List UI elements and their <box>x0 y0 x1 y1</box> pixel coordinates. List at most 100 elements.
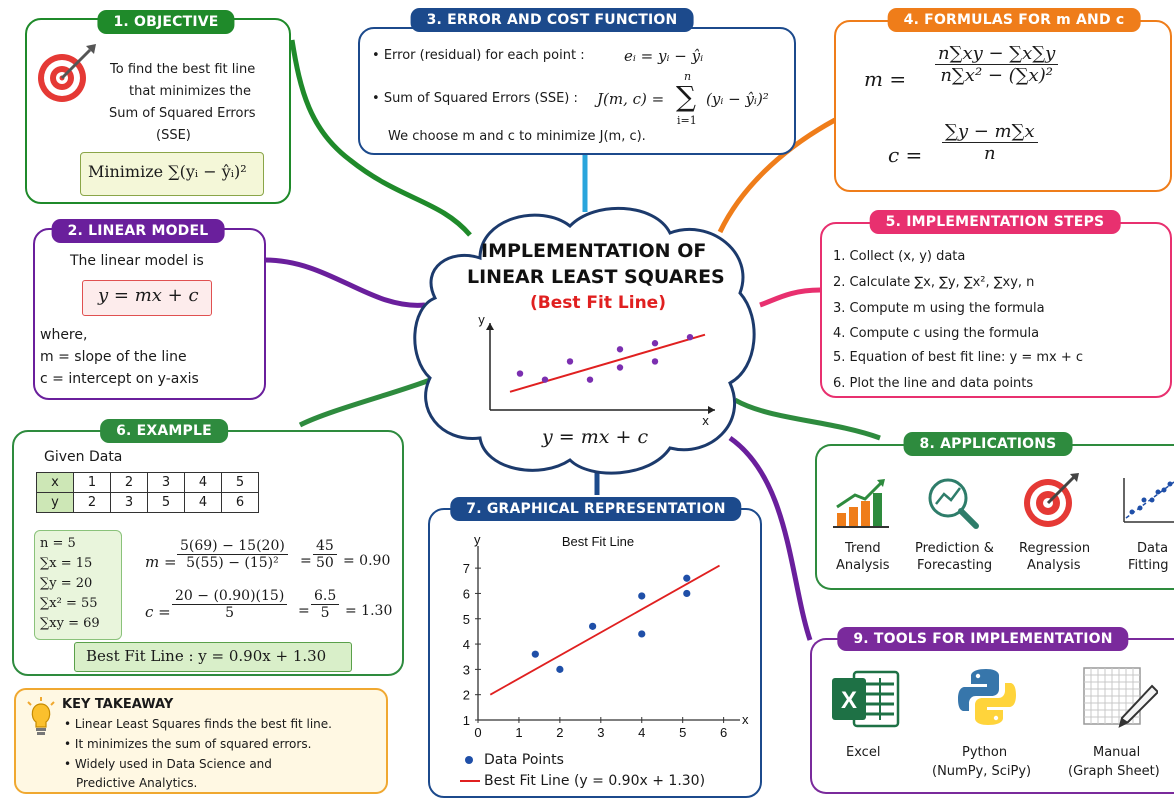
chart-x-tick-label: 6 <box>720 725 727 740</box>
example-y-cell: 5 <box>147 492 185 513</box>
takeaway-item-3-text: Widely used in Data Science and <box>74 757 272 771</box>
mini-data-point <box>651 358 659 365</box>
steps-item-5: 5. Equation of best fit line: y = mx + c <box>833 350 1084 365</box>
graph-tag: 7. GRAPHICAL REPRESENTATION <box>450 497 742 521</box>
linear-model-c-def: c = intercept on y-axis <box>40 371 199 387</box>
formulas-m-numerator: n∑xy − ∑x∑y <box>935 43 1059 65</box>
mini-data-point <box>586 376 594 383</box>
linear-model-formula-box <box>82 280 212 316</box>
target-arrow-icon <box>1024 473 1079 527</box>
objective-tag: 1. OBJECTIVE <box>97 10 235 34</box>
chart-y-label: y <box>474 532 481 547</box>
chart-data-point <box>638 592 646 600</box>
example-tag: 6. EXAMPLE <box>100 419 228 443</box>
mini-data-point <box>566 358 574 365</box>
chart-fit-line <box>489 564 720 696</box>
example-best-fit-box <box>74 642 352 672</box>
example-x-cell: 2 <box>110 472 148 493</box>
chart-data-point <box>589 622 597 630</box>
example-m-denominator: 5(55) − (15)² <box>186 555 279 571</box>
takeaway-title: KEY TAKEAWAY <box>62 697 174 712</box>
takeaway-item-1: • Linear Least Squares finds the best fi… <box>64 717 332 731</box>
lightbulb-icon <box>27 697 55 735</box>
example-y-cell: 2 <box>73 492 111 513</box>
objective-text-line3: Sum of Squared Errors <box>109 106 256 121</box>
steps-item-1: 1. Collect (x, y) data <box>833 249 966 264</box>
chart-data-point <box>638 630 646 638</box>
target-icon <box>38 44 96 102</box>
app-regression-line1: Regression <box>1019 541 1091 556</box>
takeaway-item-2: • It minimizes the sum of squared errors… <box>64 737 312 751</box>
chart-x-tick-label: 4 <box>638 725 645 740</box>
mini-y-arrow <box>486 323 494 330</box>
error-residual-formula: eᵢ = yᵢ − ŷᵢ <box>624 47 704 65</box>
example-m-result: = 0.90 <box>343 553 391 569</box>
legend-line-label: Best Fit Line (y = 0.90x + 1.30) <box>484 773 706 789</box>
example-row-y: y 2 3 5 4 6 <box>36 492 259 513</box>
error-sse-text: Sum of Squared Errors (SSE) : <box>383 91 578 106</box>
chart-y-tick-label: 5 <box>463 612 470 627</box>
app-trend-line2: Analysis <box>836 558 890 573</box>
error-sse-sum-bottom: i=1 <box>677 114 697 127</box>
error-residual-text: Error (residual) for each point : <box>383 48 585 63</box>
example-sum-x2: ∑x² = 55 <box>40 596 98 611</box>
chart-x-tick-label: 1 <box>515 725 522 740</box>
error-residual-label: • Error (residual) for each point : <box>372 48 585 63</box>
example-c-fraction: 20 − (0.90)(15)5 <box>172 588 288 621</box>
example-c-numerator2: 6.5 <box>311 588 340 605</box>
example-m-numerator: 5(69) − 15(20) <box>177 538 288 555</box>
chart-x-tick-label: 2 <box>556 725 563 740</box>
error-sse-label: • Sum of Squared Errors (SSE) : <box>372 91 578 106</box>
tool-python-line1: Python <box>962 745 1008 760</box>
objective-text-line1: To find the best fit line <box>110 62 256 77</box>
objective-formula: Minimize ∑(yᵢ − ŷᵢ)² <box>88 162 247 181</box>
objective-formula-box <box>80 152 264 196</box>
python-icon <box>958 669 1016 725</box>
tool-python-line2: (NumPy, SciPy) <box>932 764 1032 779</box>
chart-data-point <box>531 650 539 658</box>
example-sum-y: ∑y = 20 <box>40 576 93 591</box>
steps-item-3: 3. Compute m using the formula <box>833 301 1045 316</box>
error-choose: We choose m and c to minimize J(m, c). <box>388 129 646 144</box>
steps-panel <box>820 222 1172 398</box>
center-title-line1: IMPLEMENTATION OF <box>481 240 707 262</box>
legend-point-marker <box>465 756 473 764</box>
chart-data-point <box>683 574 691 582</box>
center-axis-y: y <box>478 313 486 327</box>
error-cost-panel <box>358 27 796 155</box>
example-y-cell: 4 <box>184 492 222 513</box>
steps-tag: 5. IMPLEMENTATION STEPS <box>869 210 1121 234</box>
takeaway-item-2-text: It minimizes the sum of squared errors. <box>74 737 312 751</box>
chart-x-label: x <box>742 712 749 727</box>
example-data-table: x 1 2 3 4 5 y 2 3 5 4 6 <box>36 472 259 513</box>
app-prediction-line2: Forecasting <box>917 558 993 573</box>
example-x-cell: 3 <box>147 472 185 493</box>
center-title-line2: LINEAR LEAST SQUARES <box>467 266 725 288</box>
applications-tag: 8. APPLICATIONS <box>903 432 1073 456</box>
app-trend-line1: Trend <box>845 541 881 556</box>
takeaway-item-3: • Widely used in Data Science and <box>64 757 272 771</box>
steps-item-6: 6. Plot the line and data points <box>833 376 1034 391</box>
steps-item-4: 4. Compute c using the formula <box>833 326 1040 341</box>
error-sse-rhs: (yᵢ − ŷᵢ)² <box>706 90 769 108</box>
example-sum-xy: ∑xy = 69 <box>40 616 100 631</box>
formulas-m-lhs: m = <box>864 67 907 91</box>
app-data-line1: Data <box>1137 541 1169 556</box>
takeaway-continuation: Predictive Analytics. <box>76 776 198 790</box>
example-best-fit: Best Fit Line : y = 0.90x + 1.30 <box>86 647 327 665</box>
example-x-label: x <box>36 472 74 493</box>
chart-y-tick-label: 7 <box>463 561 470 576</box>
example-row-x: x 1 2 3 4 5 <box>36 472 259 493</box>
error-cost-tag: 3. ERROR AND COST FUNCTION <box>410 8 694 32</box>
chart-y-tick-label: 4 <box>463 637 470 652</box>
formulas-c-lhs: c = <box>888 143 923 167</box>
chart-y-tick-label: 1 <box>463 713 470 728</box>
formulas-m-denominator: n∑x² − (∑x)² <box>940 65 1053 86</box>
example-m-fraction: 5(69) − 15(20)5(55) − (15)² <box>177 538 288 571</box>
tool-manual-line2: (Graph Sheet) <box>1068 764 1160 779</box>
example-sums-box <box>34 530 122 640</box>
chart-y-tick-label: 2 <box>463 688 470 703</box>
example-sum-n: n = 5 <box>40 536 76 551</box>
